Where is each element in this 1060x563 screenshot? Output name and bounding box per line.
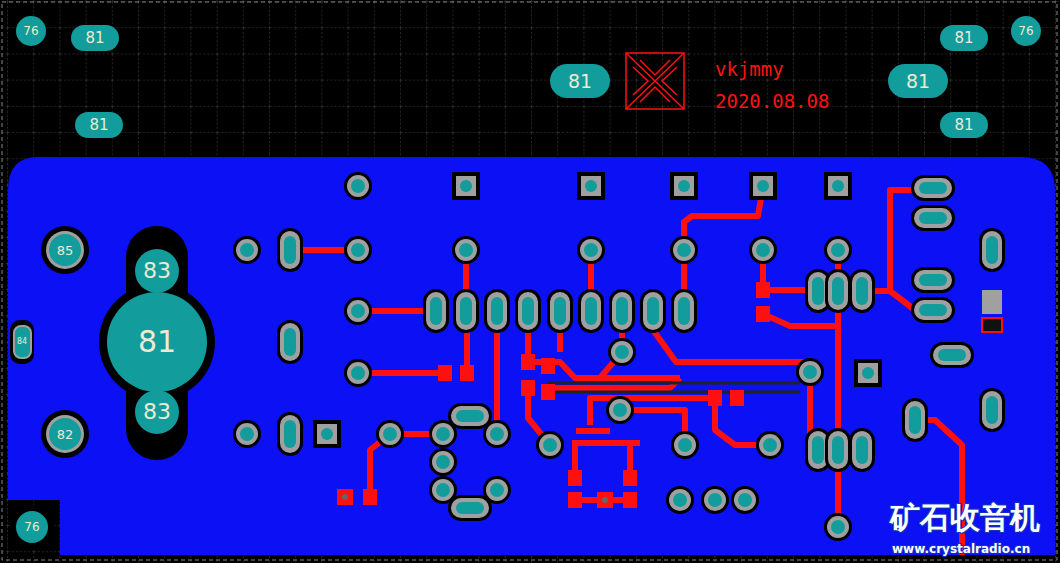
pad: 83 xyxy=(135,390,179,434)
watermark: 矿石收音机 xyxy=(890,503,1040,533)
pad-number: 76 xyxy=(23,25,38,37)
pad-number: 76 xyxy=(24,521,39,533)
pad-number: 81 xyxy=(568,72,592,91)
mount-hole: 76 xyxy=(1011,16,1041,46)
pad-number: 83 xyxy=(143,401,171,423)
pad-number: 82 xyxy=(57,428,74,441)
pad: 83 xyxy=(135,249,179,293)
pad: 82 xyxy=(49,418,81,450)
pad: 84 xyxy=(13,325,32,359)
mount-pad: 81 xyxy=(888,64,948,98)
pad-number: 81 xyxy=(85,31,104,46)
mount-pad: 81 xyxy=(71,25,119,51)
pad-number: 84 xyxy=(17,338,27,346)
pad-number: 85 xyxy=(57,244,74,257)
mount-hole: 76 xyxy=(16,511,48,543)
silkscreen-date: 2020.08.08 xyxy=(715,92,829,111)
pad-number: 81 xyxy=(89,118,108,133)
pad: 81 xyxy=(107,292,207,392)
pad-number: 76 xyxy=(1018,25,1033,37)
mount-hole: 76 xyxy=(16,16,46,46)
watermark-url: www.crystalradio.cn xyxy=(892,543,1030,555)
pad-number: 83 xyxy=(143,260,171,282)
mount-pad: 81 xyxy=(550,64,610,98)
pad-number: 81 xyxy=(954,31,973,46)
silkscreen-text: vkjmmy xyxy=(715,60,784,79)
pad: 85 xyxy=(49,234,81,266)
mount-pad: 81 xyxy=(75,112,123,138)
mount-pad: 81 xyxy=(940,25,988,51)
mount-pad: 81 xyxy=(940,112,988,138)
pad-number: 81 xyxy=(138,327,176,357)
pad-number: 81 xyxy=(906,72,930,91)
pad-number: 81 xyxy=(954,118,973,133)
